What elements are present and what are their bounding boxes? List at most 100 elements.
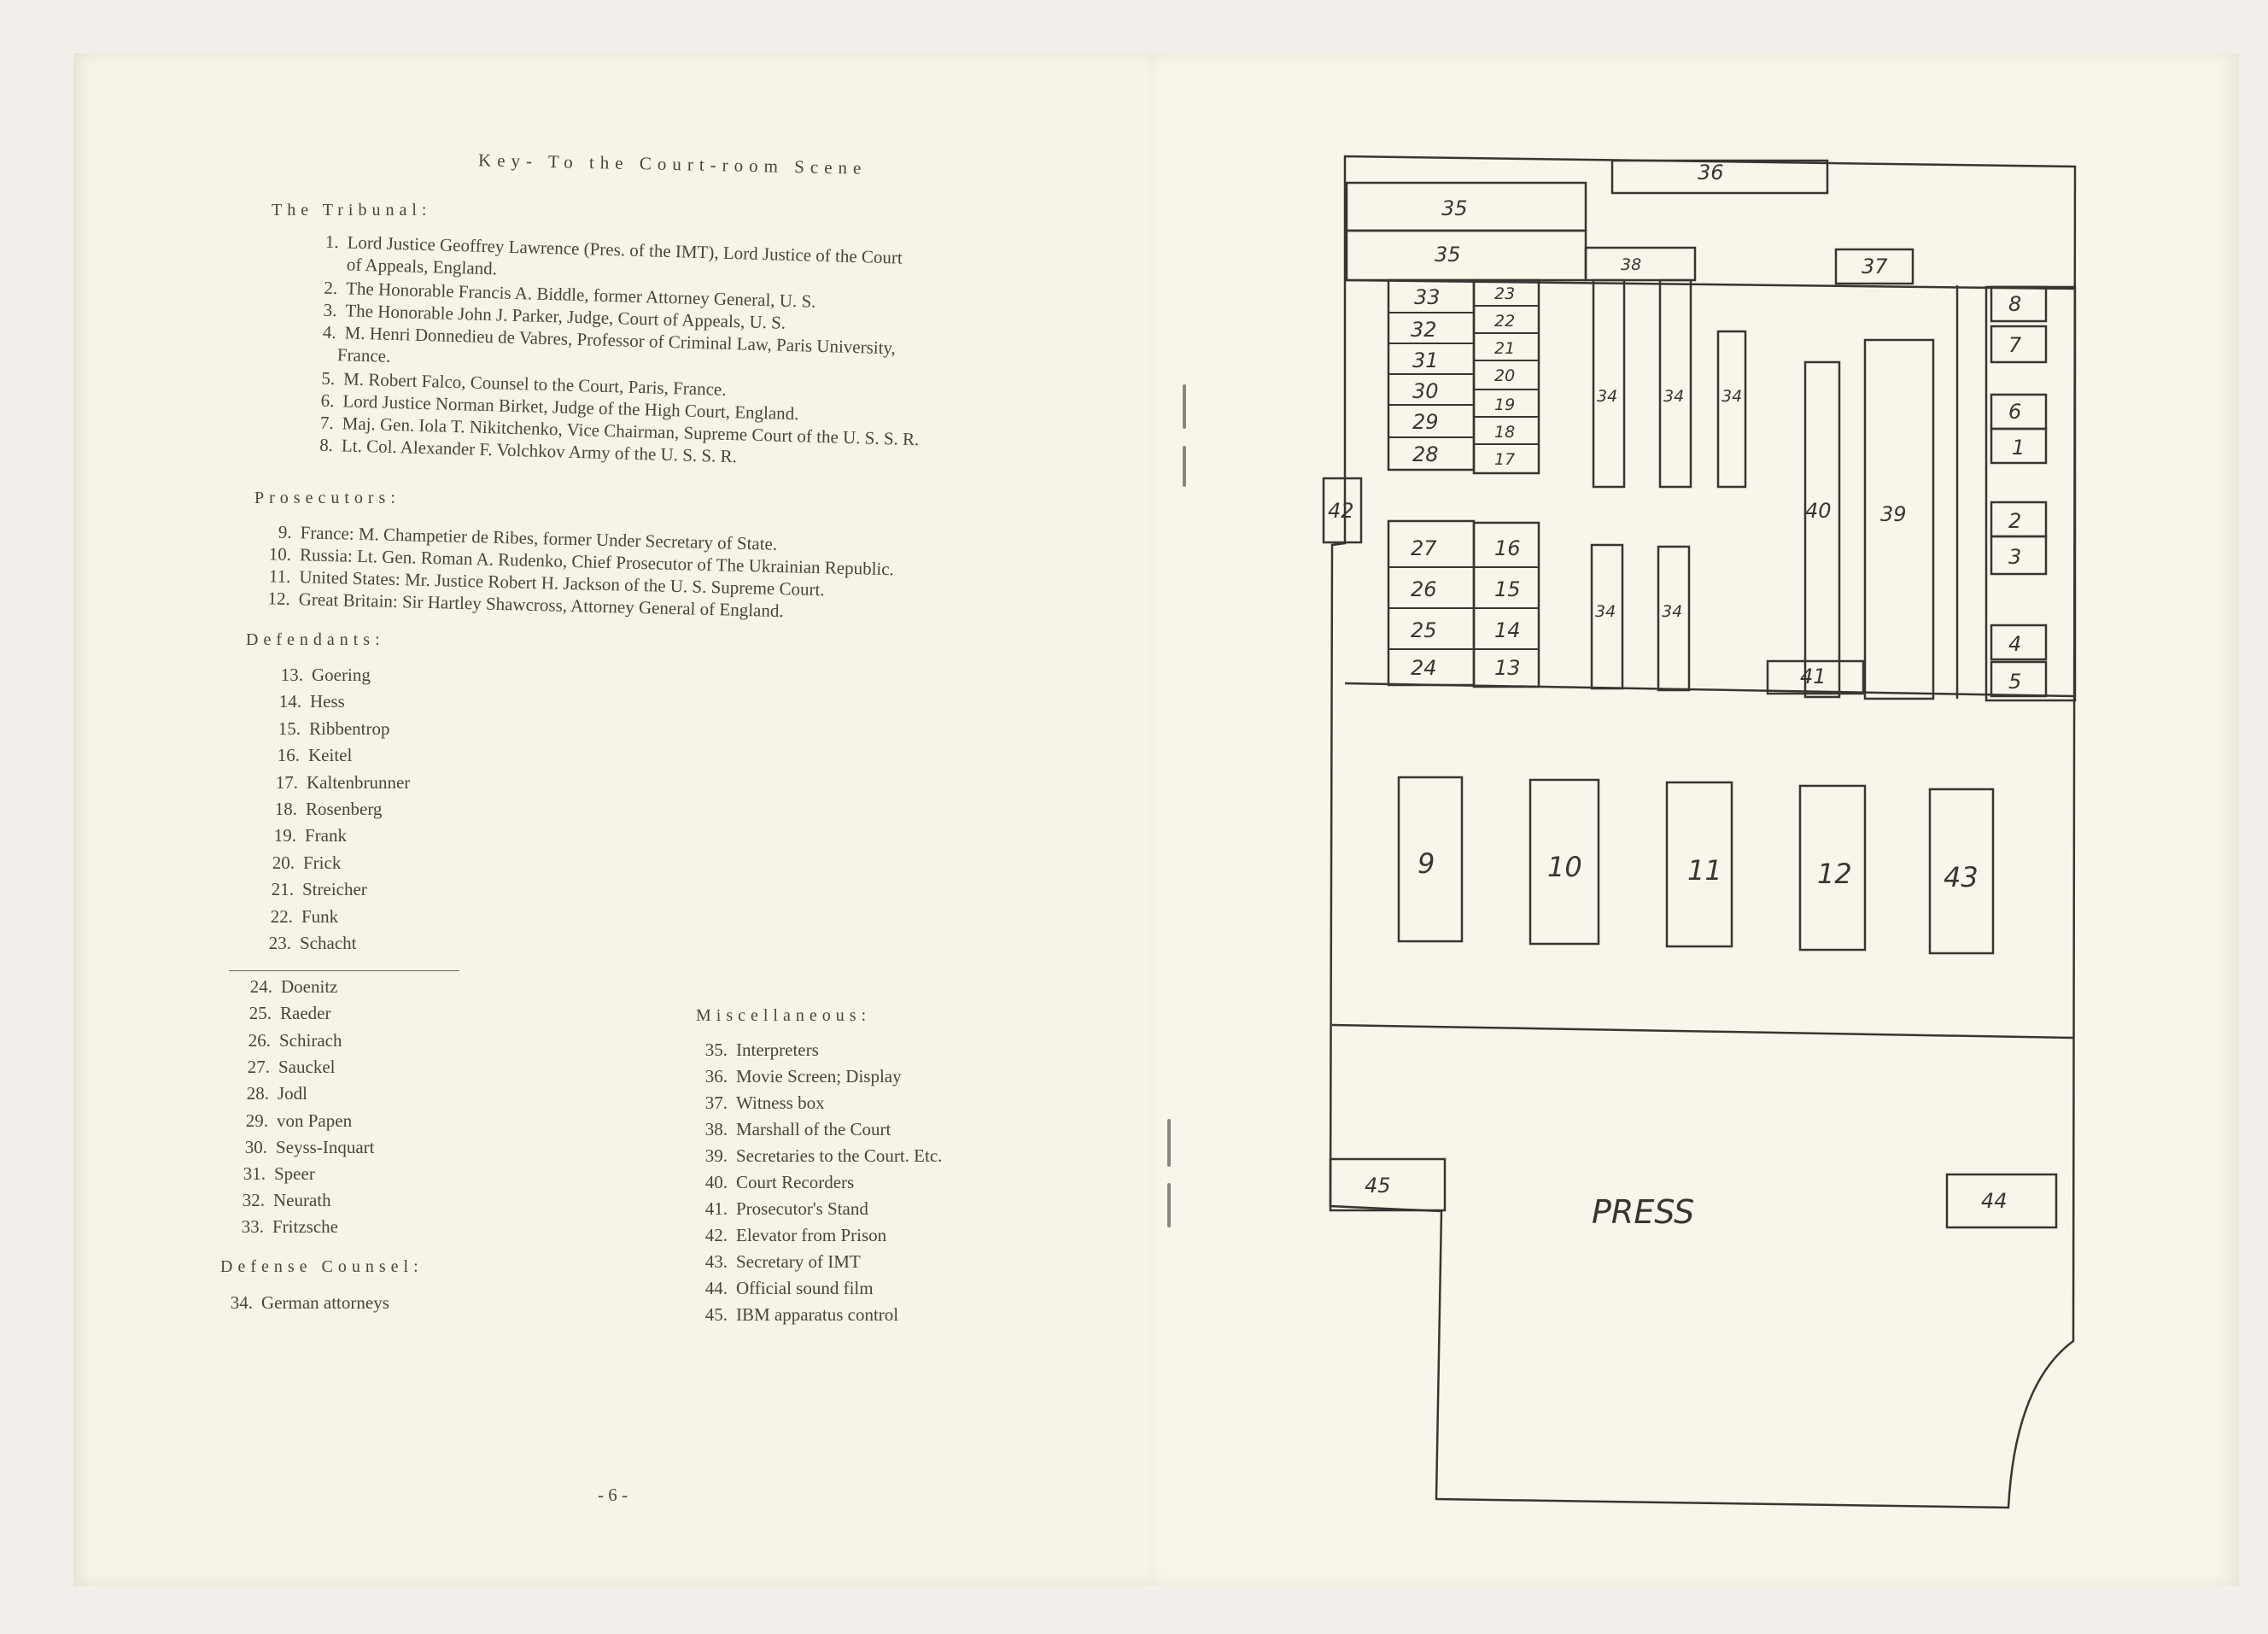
def-back-right <box>1472 278 1540 475</box>
plan-label: 34 <box>1662 602 1682 621</box>
plan-label: 10 <box>1547 851 1582 883</box>
plan-label: 34 <box>1595 602 1616 621</box>
plan-label: 19 <box>1494 395 1515 414</box>
plan-label: 23 <box>1494 284 1515 303</box>
plan-label: 9 <box>1418 847 1435 880</box>
plan-label: 31 <box>1412 348 1439 372</box>
plan-label: 34 <box>1597 387 1617 406</box>
list-item: 23.Schacht <box>268 933 357 953</box>
secretaries-box <box>1863 338 1935 700</box>
defendants-heading: Defendants: <box>246 630 385 649</box>
list-item: 43.Secretary of IMT <box>704 1251 861 1272</box>
list-item: 29.von Papen <box>245 1110 353 1131</box>
list-item: 42.Elevator from Prison <box>704 1225 887 1245</box>
left-page <box>73 53 1154 1586</box>
staple-bottom-b <box>1167 1183 1171 1227</box>
page-number: - 6 - <box>598 1485 628 1505</box>
plan-label: 3 <box>2008 545 2021 569</box>
plan-label: 20 <box>1494 366 1515 385</box>
plan-label: 35 <box>1441 196 1468 220</box>
plan-label: 41 <box>1800 665 1827 688</box>
list-item: 17.Kaltenbrunner <box>275 772 411 793</box>
plan-label: 42 <box>1328 499 1354 523</box>
plan-label: 43 <box>1944 861 1979 893</box>
list-item: 19.Frank <box>273 825 347 846</box>
list-item: 40.Court Recorders <box>704 1172 855 1192</box>
staple-bottom-a <box>1167 1119 1171 1167</box>
judge-seats <box>1990 285 2048 698</box>
plan-label: 35 <box>1435 243 1461 266</box>
plan-label: 22 <box>1494 312 1515 331</box>
list-item: 21.Streicher <box>271 879 367 899</box>
plan-label: 16 <box>1494 536 1521 560</box>
plan-label: 25 <box>1411 618 1437 642</box>
plan-label: 14 <box>1494 618 1521 642</box>
plan-label: 33 <box>1414 285 1441 309</box>
list-item: 35.Interpreters <box>704 1040 819 1060</box>
plan-label: 30 <box>1412 379 1439 403</box>
defendants-divider <box>229 970 459 971</box>
plan-label: 34 <box>1663 387 1684 406</box>
plan-label: 34 <box>1721 387 1742 406</box>
plan-label: 32 <box>1411 318 1437 342</box>
marshall-box <box>1584 246 1697 282</box>
prosecutors-heading: Prosecutors: <box>254 489 400 507</box>
witness-box <box>1834 248 1914 285</box>
elevator-box <box>1322 477 1363 544</box>
plan-label: 27 <box>1411 536 1437 560</box>
plan-label: 37 <box>1862 255 1888 278</box>
list-item: 13.Goering <box>280 665 371 685</box>
plan-label: 44 <box>1981 1189 2008 1213</box>
plan-label: 15 <box>1494 577 1521 601</box>
list-item: 44.Official sound film <box>704 1278 874 1298</box>
plan-label: 5 <box>2008 670 2021 694</box>
list-item: 41.Prosecutor's Stand <box>704 1198 868 1219</box>
plan-label: 38 <box>1621 255 1641 274</box>
screen-box <box>1610 159 1829 195</box>
misc-heading: Miscellaneous: <box>696 1006 872 1025</box>
def-front-right <box>1472 521 1540 688</box>
sound-film-box <box>1945 1173 2058 1229</box>
tribunal-heading: The Tribunal: <box>272 201 432 220</box>
recorders-box <box>1803 360 1841 699</box>
plan-label: 7 <box>2008 333 2022 357</box>
press-line <box>1331 1023 2074 1040</box>
plan-label: 24 <box>1411 656 1437 680</box>
plan-label: 28 <box>1412 442 1439 466</box>
list-item: 22.Funk <box>270 906 339 927</box>
list-item: 16.Keitel <box>277 745 353 765</box>
list-item: 38.Marshall of the Court <box>704 1119 891 1139</box>
plan-label: 45 <box>1365 1174 1391 1198</box>
plan-label: 17 <box>1494 450 1515 469</box>
ibm-box <box>1329 1157 1447 1212</box>
plan-label: 40 <box>1805 499 1832 523</box>
list-item: 45.IBM apparatus control <box>704 1304 899 1325</box>
list-item: 28.Jodl <box>246 1083 308 1104</box>
right-page <box>1154 53 2239 1586</box>
def-grid-lines <box>1388 305 1539 650</box>
list-item: 34.German attorneys <box>230 1292 389 1313</box>
plan-label: 26 <box>1411 577 1437 601</box>
list-item: 24.Doenitz <box>249 976 338 997</box>
defense-heading: Defense Counsel: <box>220 1257 424 1276</box>
list-item: 25.Raeder <box>248 1003 331 1023</box>
staple-top-a <box>1183 384 1186 429</box>
list-item: 31.Speer <box>243 1163 315 1184</box>
plan-label: 39 <box>1880 502 1907 526</box>
list-item: 14.Hess <box>278 691 345 712</box>
list-item: 32.Neurath <box>242 1190 331 1210</box>
room-outline <box>1329 155 2077 1509</box>
list-item: 27.Sauckel <box>247 1057 336 1077</box>
list-item: 18.Rosenberg <box>274 799 383 819</box>
plan-label: 13 <box>1494 656 1521 680</box>
plan-label: 11 <box>1687 854 1722 887</box>
plan-label: 6 <box>2008 400 2021 424</box>
plan-label: 36 <box>1698 161 1724 184</box>
plan-label: 4 <box>2008 632 2021 656</box>
bench-box <box>1984 285 2077 702</box>
plan-label: 12 <box>1817 858 1852 890</box>
interpreters-box-b <box>1345 229 1587 282</box>
front-wall <box>1344 278 2076 290</box>
list-item: 39.Secretaries to the Court. Etc. <box>704 1145 943 1166</box>
